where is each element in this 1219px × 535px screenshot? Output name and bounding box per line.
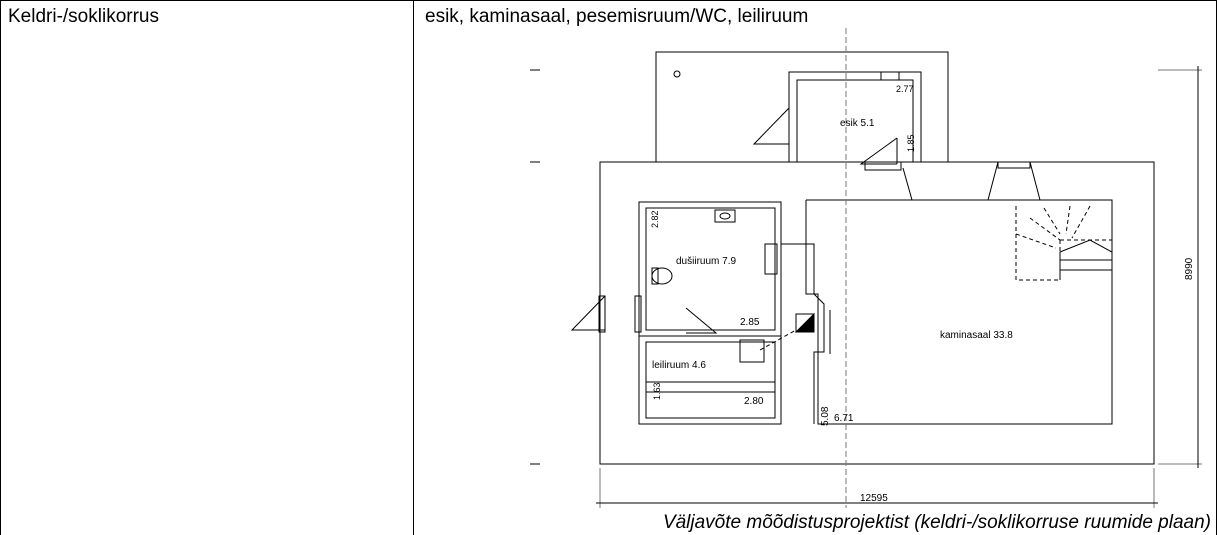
floor-plan: esik 5.1 2.77 1.85 2.82 dušiiruum 7.9 2.…	[530, 28, 1202, 508]
table-column-divider	[413, 0, 414, 535]
label-leiliruum: leiliruum 4.6	[652, 360, 706, 371]
dusiruum-inner	[645, 207, 776, 331]
label-kaminasaal: kaminasaal 33.8	[940, 330, 1013, 341]
top-opening-left	[902, 167, 928, 201]
chimney-column	[781, 243, 825, 424]
leiliruum-outer	[638, 335, 782, 425]
dim-total-width: 12595	[860, 493, 888, 504]
dim-leili-height: 1.63	[652, 382, 662, 400]
upper-terrace-outline	[655, 51, 949, 163]
toilet	[651, 267, 673, 285]
radiator	[764, 243, 778, 275]
plan-caption: Väljavõte mõõdistusprojektist (keldri-/s…	[662, 512, 1211, 533]
dusiruum-outer	[638, 201, 782, 337]
stair-steps	[1059, 239, 1113, 280]
top-window-1	[864, 161, 902, 171]
terrace-marker	[673, 70, 681, 78]
dim-leili-width: 2.80	[744, 396, 764, 407]
shower-corner	[747, 207, 776, 236]
dusiruum-door	[685, 307, 718, 334]
rooms-list: esik, kaminasaal, pesemisruum/WC, leilir…	[425, 6, 809, 27]
esik-inner-door	[859, 137, 898, 165]
flue	[759, 329, 797, 351]
floor-label: Keldri-/soklikorrus	[8, 6, 159, 27]
dim-kaminasaal-width: 6.71	[834, 413, 854, 424]
dusiruum-left-door	[570, 295, 606, 331]
sink	[714, 209, 736, 223]
label-dusiruum: dušiiruum 7.9	[676, 256, 736, 267]
esik-window	[880, 71, 900, 81]
staircase	[1015, 205, 1112, 281]
kaminasaal-inner-wall	[805, 199, 1113, 425]
main-outer-wall	[599, 161, 1155, 465]
stove	[739, 339, 765, 363]
dim-dusi-width: 2.85	[740, 317, 760, 328]
dim-column-height: 5.08	[820, 406, 831, 426]
dim-dusi-height: 2.82	[650, 210, 660, 228]
leiliruum-inner	[645, 341, 776, 419]
label-esik: esik 5.1	[840, 118, 875, 129]
top-opening-right	[987, 161, 1041, 201]
esik-side-door	[752, 107, 790, 145]
dim-esik-height: 1.85	[906, 134, 916, 152]
dim-esik-width: 2.77	[896, 84, 914, 94]
top-window-2	[997, 161, 1031, 169]
dim-total-height: 8990	[1184, 257, 1195, 280]
